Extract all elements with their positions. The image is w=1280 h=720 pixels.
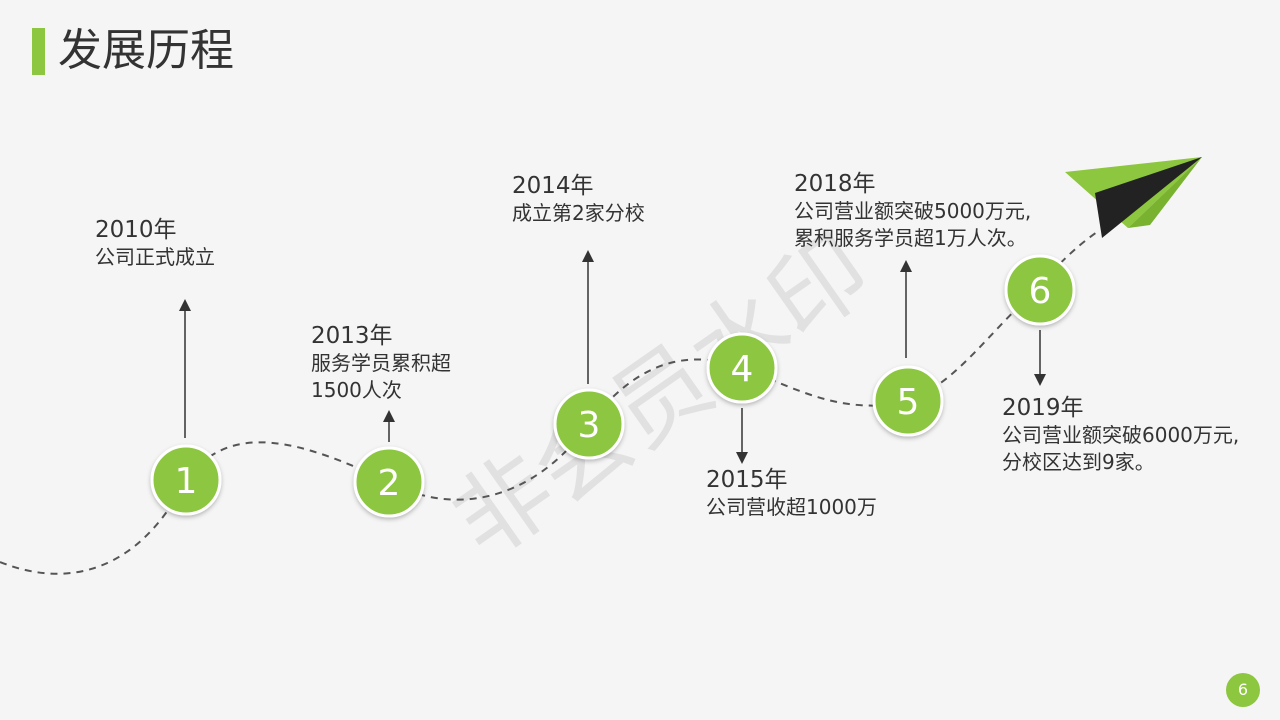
milestone-year: 2014年 [512, 173, 594, 199]
title-accent-bar [32, 28, 45, 75]
node-number-1: 1 [175, 461, 198, 502]
milestone-text: 公司正式成立 [95, 245, 215, 269]
milestone-label-6: 2019年 公司营业额突破6000万元, 分校区达到9家。 [1002, 394, 1239, 476]
node-number-4: 4 [731, 349, 754, 390]
page-title: 发展历程 [58, 25, 234, 76]
timeline-node-5 [872, 365, 944, 437]
timeline-node-3 [553, 388, 625, 460]
timeline-node-4 [706, 332, 778, 404]
milestone-year: 2015年 [706, 467, 788, 493]
timeline-node-2 [353, 446, 425, 518]
milestone-year: 2010年 [95, 217, 177, 243]
milestone-label-3: 2014年 成立第2家分校 [512, 172, 645, 227]
milestone-label-1: 2010年 公司正式成立 [95, 216, 215, 271]
milestone-text: 服务学员累积超 [311, 351, 451, 375]
milestone-label-2: 2013年 服务学员累积超 1500人次 [311, 322, 451, 404]
milestone-text: 累积服务学员超1万人次。 [794, 226, 1027, 250]
milestone-text: 公司营业额突破5000万元, [794, 199, 1032, 223]
page-number-badge: 6 [1226, 673, 1260, 707]
milestone-text: 1500人次 [311, 378, 402, 402]
paper-plane-icon [1065, 157, 1202, 238]
milestone-text: 成立第2家分校 [512, 201, 645, 225]
node-number-3: 3 [578, 405, 601, 446]
milestone-year: 2013年 [311, 323, 393, 349]
milestone-label-4: 2015年 公司营收超1000万 [706, 466, 877, 521]
milestone-label-5: 2018年 公司营业额突破5000万元, 累积服务学员超1万人次。 [794, 170, 1031, 252]
milestone-text: 分校区达到9家。 [1002, 450, 1155, 474]
milestone-text: 公司营业额突破6000万元, [1002, 423, 1240, 447]
node-number-2: 2 [378, 463, 401, 504]
milestone-year: 2019年 [1002, 395, 1084, 421]
node-number-5: 5 [897, 382, 920, 423]
node-number-6: 6 [1029, 271, 1052, 312]
timeline-node-1 [150, 444, 222, 516]
milestone-year: 2018年 [794, 171, 876, 197]
milestone-text: 公司营收超1000万 [706, 495, 877, 519]
timeline-node-6 [1004, 254, 1076, 326]
